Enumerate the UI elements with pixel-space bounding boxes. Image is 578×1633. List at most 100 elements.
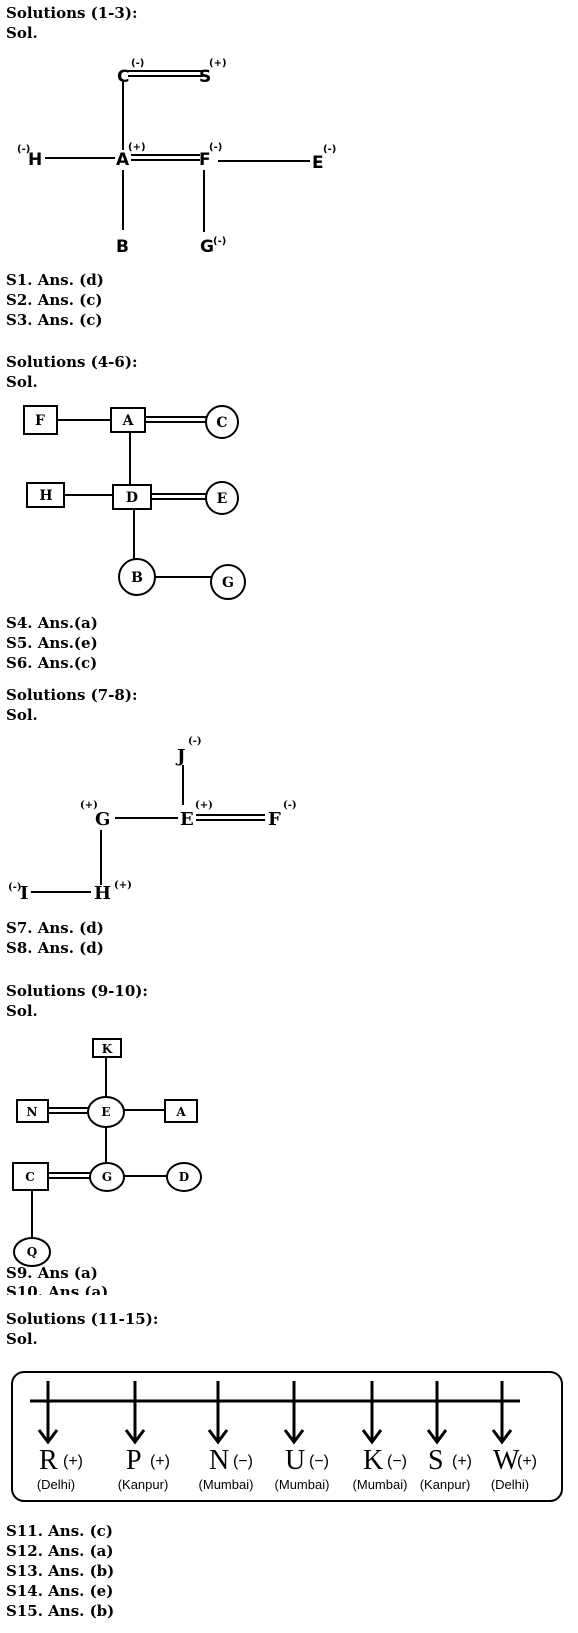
d1-sign-s: (+) <box>209 58 227 69</box>
d4-node-e: E <box>101 1105 110 1119</box>
d2-node-f: F <box>35 413 45 429</box>
d5-person-letter: P <box>126 1445 142 1476</box>
d5-arrow-head <box>37 1429 59 1445</box>
d5-arrow-head <box>124 1429 146 1445</box>
section-3-sol: Sol. <box>6 706 38 724</box>
d1-sign-e: (-) <box>323 144 336 155</box>
d3-node-g: G <box>95 809 110 830</box>
d1-sign-a: (+) <box>128 142 146 153</box>
s2-answer-1: S4. Ans.(a) <box>6 614 98 632</box>
section-5-heading: Solutions (11-15): <box>6 1310 159 1328</box>
d2-node-h: H <box>39 488 52 504</box>
d3-node-i: I <box>20 883 28 904</box>
section-1-sol: Sol. <box>6 24 38 42</box>
s5-answer-2: S12. Ans. (a) <box>6 1542 114 1560</box>
d5-arrow-head <box>283 1429 305 1445</box>
section-4-sol: Sol. <box>6 1002 38 1020</box>
s3-answer-1: S7. Ans. (d) <box>6 919 104 937</box>
d4-circle-q <box>13 1237 51 1267</box>
d1-node-s: S <box>199 67 211 87</box>
d5-person-sign: (+) <box>150 1453 170 1470</box>
d5-person-letter: S <box>428 1445 444 1476</box>
d5-person-city: (Delhi) <box>37 1477 75 1492</box>
d4-circle-e <box>87 1096 125 1128</box>
d3-sign-h: (+) <box>114 880 132 891</box>
d3-sign-f: (-) <box>283 800 297 811</box>
d1-sign-g: (-) <box>213 236 226 247</box>
d5-arrows <box>37 1381 513 1445</box>
d4-node-n: N <box>27 1105 38 1119</box>
d5-person-city: (Delhi) <box>491 1477 529 1492</box>
section-1-heading: Solutions (1-3): <box>6 4 138 22</box>
d3-sign-j: (-) <box>188 736 202 747</box>
d1-node-b: B <box>116 237 129 257</box>
s3-answer-2: S8. Ans. (d) <box>6 939 104 957</box>
d2-node-b: B <box>131 570 143 586</box>
d3-sign-e: (+) <box>195 800 213 811</box>
d5-arrow-head <box>426 1429 448 1445</box>
d2-circle-c <box>205 405 239 439</box>
d5-person-sign: (−) <box>309 1453 329 1470</box>
section-4-heading: Solutions (9-10): <box>6 982 148 1000</box>
d4-node-c: C <box>25 1170 35 1184</box>
d4-node-a: A <box>175 1105 186 1119</box>
diagram-2-lines <box>57 416 213 578</box>
d4-box-a <box>164 1099 198 1123</box>
d4-node-k: K <box>102 1042 113 1056</box>
d2-circle-g <box>210 564 246 600</box>
d5-person-letter: K <box>363 1445 383 1476</box>
s5-answer-1: S11. Ans. (c) <box>6 1522 113 1540</box>
d4-node-g: G <box>102 1170 112 1184</box>
d4-circle-g <box>89 1162 125 1192</box>
d4-box-c <box>12 1162 49 1191</box>
d1-node-e: E <box>312 153 324 173</box>
d4-node-q: Q <box>27 1245 37 1259</box>
d5-frame <box>11 1371 563 1502</box>
d5-person-city: (Kanpur) <box>118 1477 169 1492</box>
d1-node-f: F <box>199 150 211 170</box>
d5-arrow-head <box>491 1429 513 1445</box>
d1-node-c: C <box>117 67 129 87</box>
d2-node-g: G <box>222 575 234 591</box>
d4-node-d: D <box>179 1170 189 1184</box>
d5-person-city: (Kanpur) <box>420 1477 471 1492</box>
d5-labels: R(+)(Delhi)P(+)(Kanpur)N(−)(Mumbai)U(−)(… <box>37 1445 537 1492</box>
d5-person-sign: (+) <box>517 1453 537 1470</box>
d5-person-letter: N <box>209 1445 229 1476</box>
diagram-2-shapes <box>23 405 246 600</box>
d3-sign-i: (-) <box>8 882 22 893</box>
d5-person-sign: (+) <box>452 1453 472 1470</box>
d2-circle-b <box>118 558 156 596</box>
d2-node-a: A <box>122 413 135 429</box>
d5-person-sign: (+) <box>63 1453 83 1470</box>
section-5-sol: Sol. <box>6 1330 38 1348</box>
d4-circle-d <box>166 1162 202 1192</box>
s5-answer-3: S13. Ans. (b) <box>6 1562 115 1580</box>
d3-node-h: H <box>94 883 111 904</box>
d2-circle-e <box>205 481 239 515</box>
d5-arrow-head <box>207 1429 229 1445</box>
d1-node-h: H <box>28 150 42 170</box>
diagram-1-lines <box>45 70 310 232</box>
d3-sign-g: (+) <box>80 800 98 811</box>
s1-answer-3: S3. Ans. (c) <box>6 311 103 329</box>
d5-person-letter: W <box>493 1445 520 1476</box>
d5-person-city: (Mumbai) <box>275 1477 330 1492</box>
d5-arrow-head <box>361 1429 383 1445</box>
d2-node-d: D <box>126 490 138 506</box>
d3-node-j: J <box>175 746 186 767</box>
s4-answer-2: S10. Ans (a) <box>6 1283 109 1295</box>
d1-sign-h: (-) <box>17 144 30 155</box>
d4-box-k <box>92 1038 122 1058</box>
d5-person-sign: (−) <box>233 1453 253 1470</box>
s4-answer-1: S9. Ans (a) <box>6 1264 98 1282</box>
d3-node-f: F <box>268 809 281 830</box>
diagram-4-shapes <box>12 1038 202 1267</box>
diagram-3-lines <box>31 765 265 893</box>
d2-box-d <box>112 484 152 510</box>
d1-sign-c: (-) <box>131 58 144 69</box>
s1-answer-2: S2. Ans. (c) <box>6 291 103 309</box>
d2-box-f <box>23 405 58 435</box>
d5-person-letter: R <box>39 1445 58 1476</box>
